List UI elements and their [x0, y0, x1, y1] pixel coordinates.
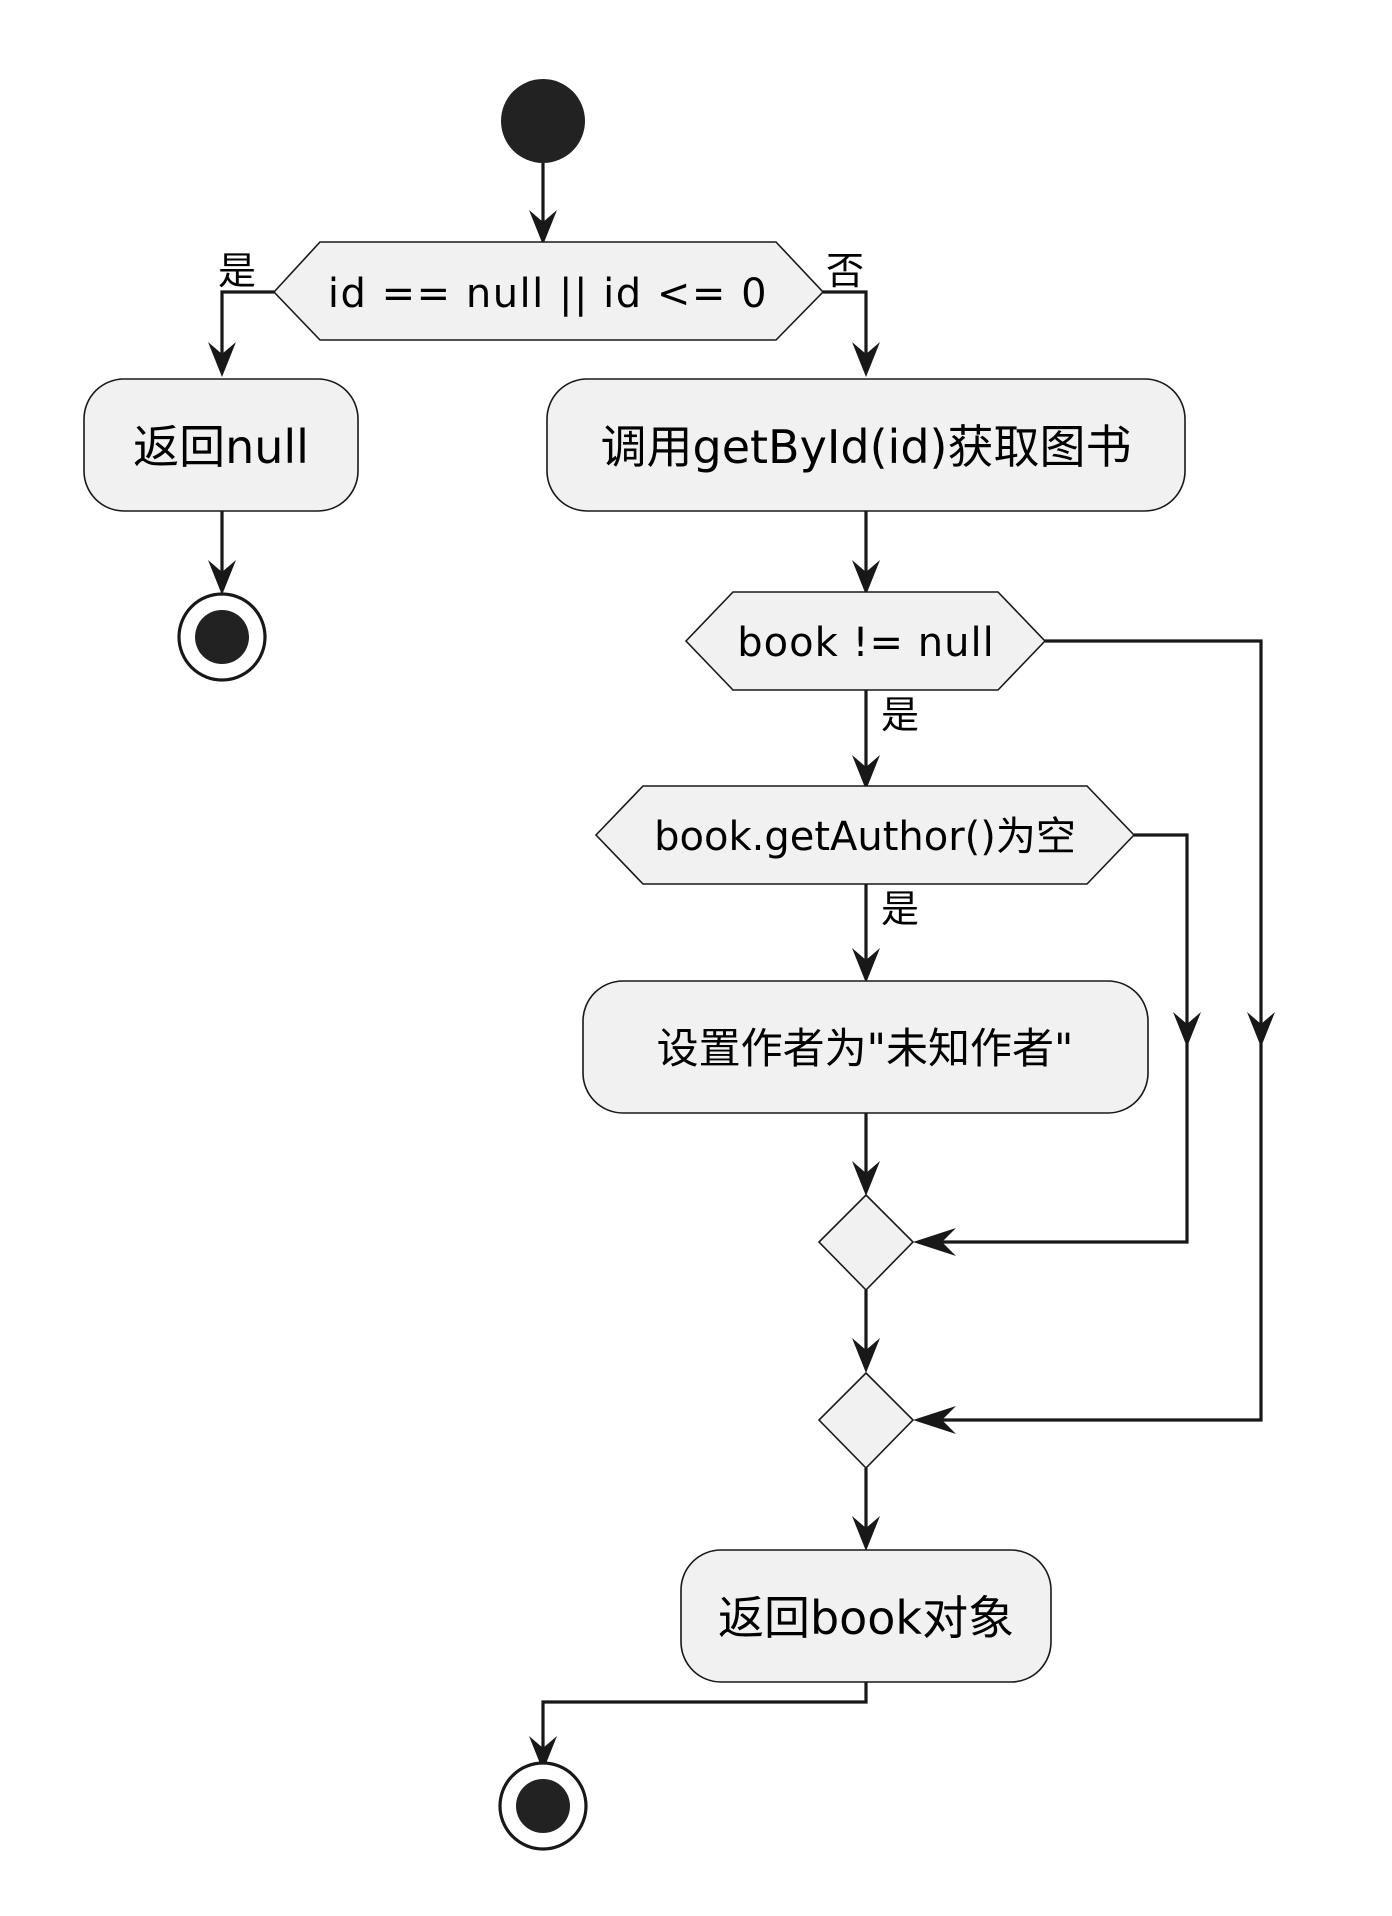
arrowhead	[529, 1736, 557, 1771]
arrowhead	[852, 560, 880, 595]
merge-node-2	[817, 1371, 915, 1470]
start-node	[501, 79, 585, 163]
decision-id-check-label: id == null || id <= 0	[328, 271, 768, 317]
arrowhead	[1173, 1012, 1201, 1047]
yes-label-book-check: 是	[881, 693, 919, 737]
end-node-2-core	[516, 1779, 570, 1833]
decision-author-check-label: book.getAuthor()为空	[654, 814, 1076, 860]
arrowhead	[852, 1516, 880, 1551]
action-get-by-id-label: 调用getById(id)获取图书	[601, 420, 1132, 474]
arrowhead	[208, 560, 236, 595]
edge-return-book-to-end	[541, 1682, 868, 1756]
arrowhead	[913, 1228, 956, 1256]
arrowhead	[852, 948, 880, 983]
arrowhead	[208, 342, 236, 377]
edge-id-no	[823, 290, 868, 362]
arrowhead	[529, 210, 557, 245]
arrowhead	[852, 1161, 880, 1196]
yes-label-author-check: 是	[881, 887, 919, 931]
arrowhead	[1247, 1012, 1275, 1047]
action-set-author-label: 设置作者为"未知作者"	[657, 1024, 1074, 1073]
no-label-id-check: 否	[826, 249, 864, 293]
arrowhead	[913, 1406, 956, 1434]
merge-node-1	[817, 1193, 915, 1292]
arrowhead	[852, 342, 880, 377]
arrowhead	[852, 1338, 880, 1373]
decision-book-check-label: book != null	[737, 620, 994, 666]
yes-label-id-check: 是	[218, 249, 256, 293]
arrowhead	[852, 755, 880, 790]
action-return-null-label: 返回null	[133, 420, 309, 474]
edge-id-yes	[220, 290, 274, 362]
end-node-1-core	[195, 610, 249, 664]
action-return-book-label: 返回book对象	[718, 1591, 1014, 1645]
